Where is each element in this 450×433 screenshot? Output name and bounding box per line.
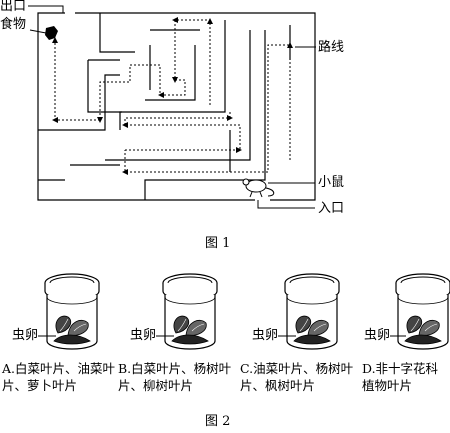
food-icon bbox=[45, 26, 58, 40]
option-a: A.白菜叶片、油菜叶片、萝卜叶片 bbox=[2, 361, 116, 393]
jar-c bbox=[284, 273, 340, 350]
option-d: D.非十字花科植物叶片 bbox=[362, 361, 439, 393]
maze-walls bbox=[37, 12, 316, 201]
entrance-label: 入口 bbox=[318, 201, 345, 216]
jar-d bbox=[395, 273, 450, 350]
food-pointer-line bbox=[29, 29, 47, 34]
route-arrowheads bbox=[52, 17, 293, 175]
egg-label-c: 虫卵 bbox=[252, 328, 279, 343]
food-label: 食物 bbox=[0, 17, 27, 32]
figure-2-caption: 图 2 bbox=[205, 414, 231, 429]
jar-b bbox=[162, 273, 218, 350]
entrance-pointer-line bbox=[257, 200, 315, 209]
mouse-label: 小鼠 bbox=[318, 175, 345, 190]
mouse-icon bbox=[242, 178, 275, 198]
egg-label-b: 虫卵 bbox=[130, 328, 157, 343]
exit-pointer-line bbox=[28, 5, 64, 13]
option-b: B.白菜叶片、杨树叶片、柳树叶片 bbox=[118, 361, 232, 393]
jar-a bbox=[44, 273, 100, 350]
option-c: C.油菜叶片、杨树叶片、枫树叶片 bbox=[240, 361, 354, 393]
egg-label-a: 虫卵 bbox=[12, 328, 39, 343]
figure-1-caption: 图 1 bbox=[205, 236, 231, 251]
exit-label: 出口 bbox=[0, 0, 27, 14]
route-label: 路线 bbox=[318, 40, 345, 55]
egg-label-d: 虫卵 bbox=[364, 328, 391, 343]
